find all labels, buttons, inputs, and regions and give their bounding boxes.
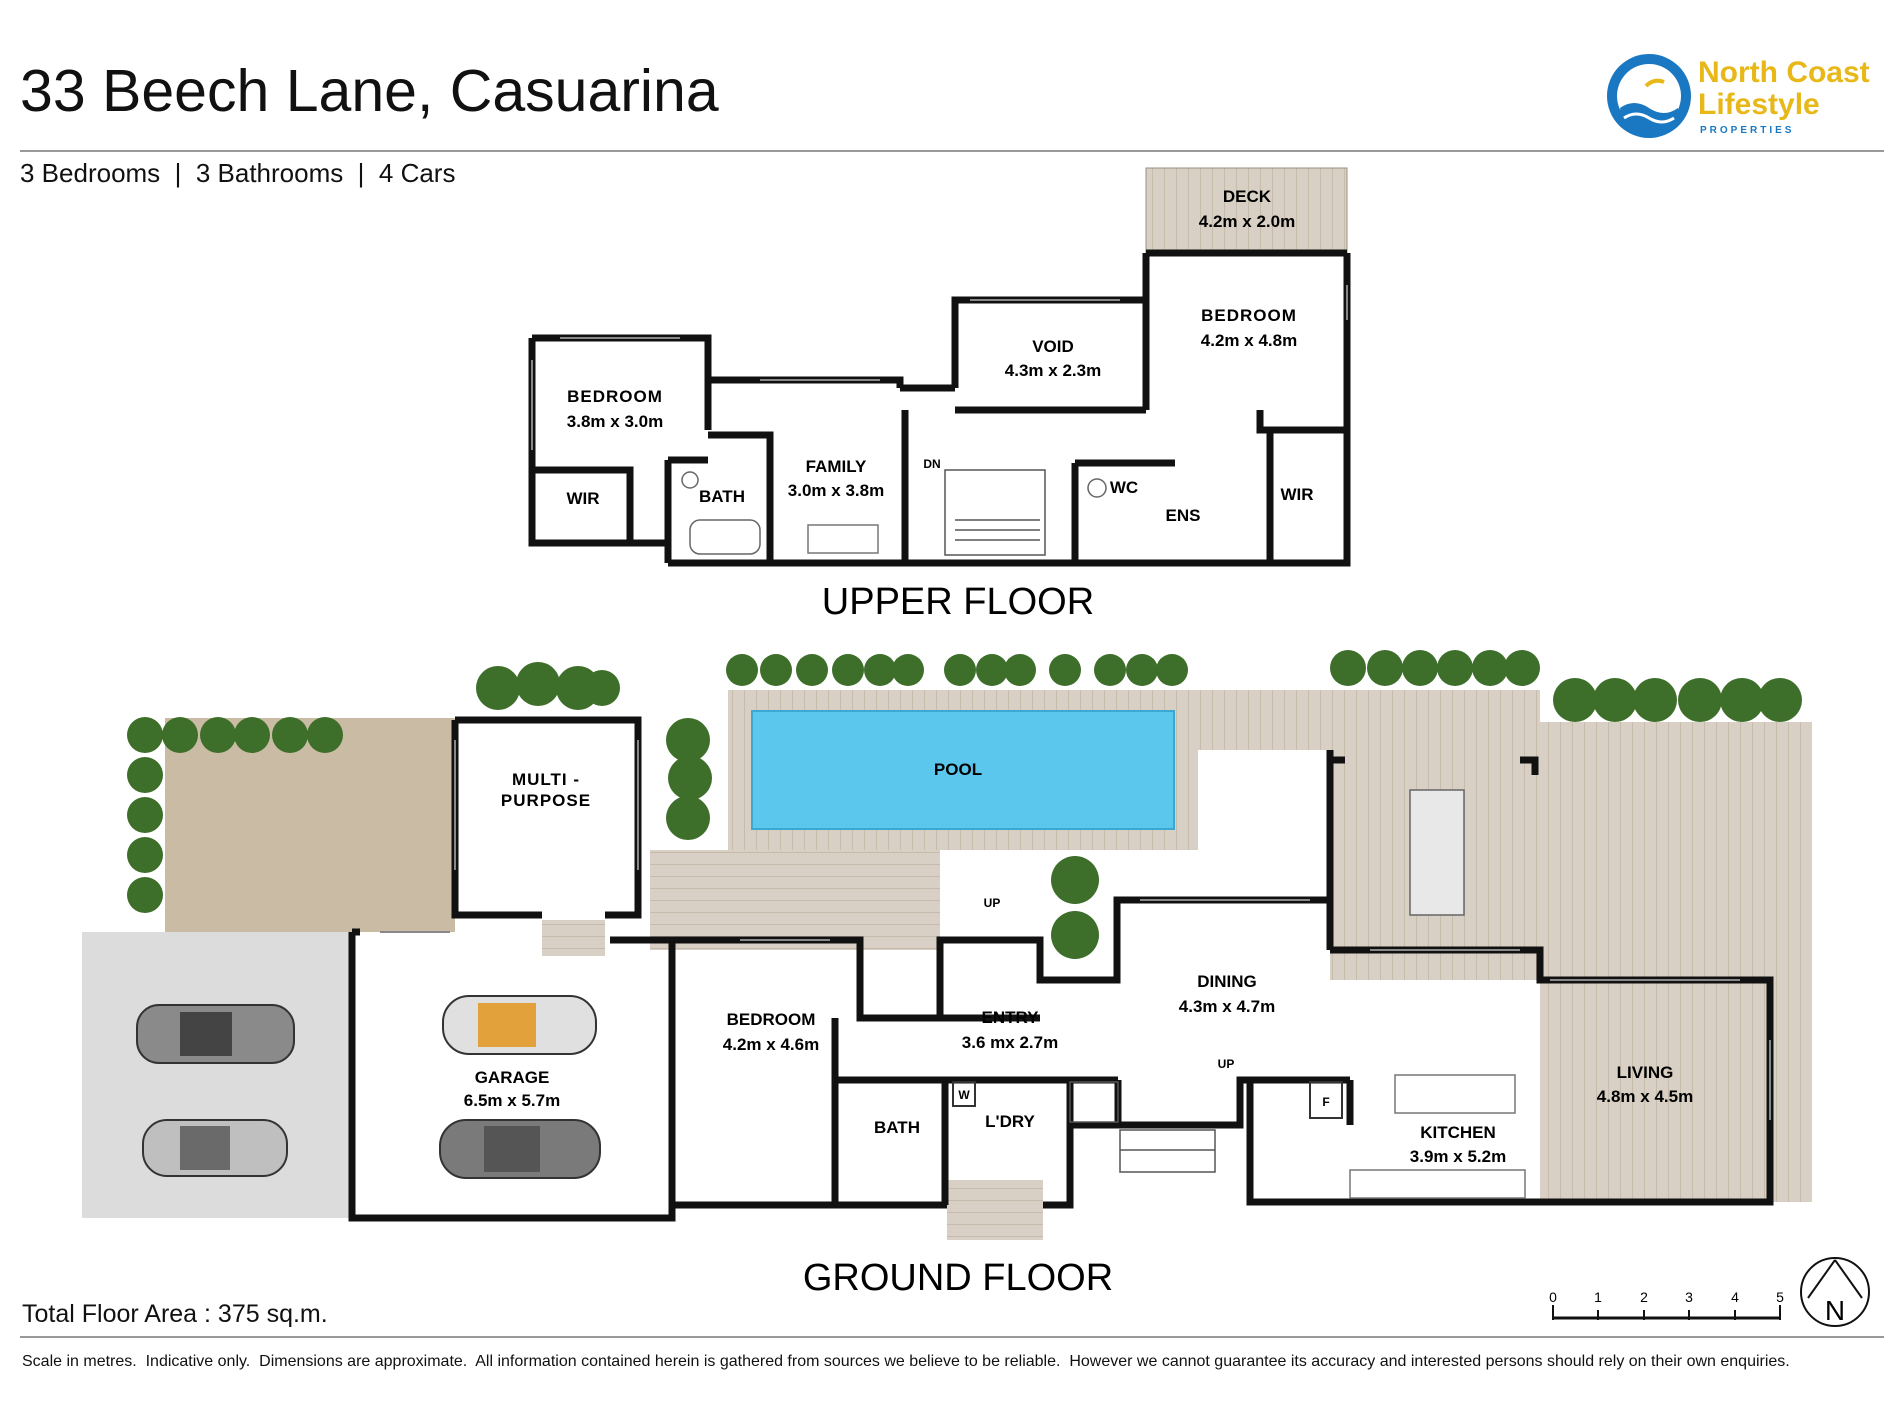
ground-floor-title: GROUND FLOOR — [803, 1257, 1113, 1299]
logo-line-3: PROPERTIES — [1700, 125, 1795, 136]
pool-label: POOL — [934, 760, 982, 779]
upper-stairs — [944, 469, 1046, 556]
upper-bedroom-left-name: BEDROOM — [567, 387, 663, 406]
garage-name: GARAGE — [475, 1068, 550, 1087]
upper-desk — [807, 524, 879, 554]
scale-tick-4: 4 — [1731, 1289, 1739, 1305]
side-deck — [650, 850, 940, 950]
ground-bedroom-dims: 4.2m x 4.6m — [723, 1035, 819, 1054]
upper-terrace — [1190, 690, 1540, 750]
upper-deck-dims: 4.2m x 2.0m — [1199, 212, 1295, 231]
garage-step — [542, 920, 605, 956]
logo-line-2: Lifestyle — [1698, 88, 1820, 121]
upper-bedroom-right-name: BEDROOM — [1201, 306, 1297, 325]
upper-walls — [528, 249, 1351, 567]
washer-label: W — [958, 1088, 970, 1102]
upper-bathtub — [689, 519, 761, 555]
north-label: N — [1825, 1295, 1845, 1326]
garage-dims: 6.5m x 5.7m — [464, 1091, 560, 1110]
multi-label-2: PURPOSE — [501, 791, 591, 810]
scale-tick-3: 3 — [1685, 1289, 1693, 1305]
ground-bath-name: BATH — [874, 1118, 920, 1137]
kitchen-name: KITCHEN — [1420, 1123, 1496, 1142]
living-dims: 4.8m x 4.5m — [1597, 1087, 1693, 1106]
scale-tick-5: 5 — [1776, 1289, 1784, 1305]
disclaimer: Scale in metres. Indicative only. Dimens… — [22, 1353, 1790, 1370]
washer-box — [952, 1081, 976, 1107]
cars — [136, 995, 601, 1179]
living-name: LIVING — [1617, 1063, 1674, 1082]
upper-void-dims: 4.3m x 2.3m — [1005, 361, 1101, 380]
upper-floor-title: UPPER FLOOR — [822, 581, 1094, 623]
upper-family-dims: 3.0m x 3.8m — [788, 481, 884, 500]
property-summary: 3 Bedrooms | 3 Bathrooms | 4 Cars — [20, 158, 456, 188]
dining-table — [1409, 789, 1465, 916]
multi-label-1: MULTI - — [512, 770, 580, 789]
kitchen-island — [1394, 1074, 1516, 1114]
north-arrow-icon: N — [1800, 1257, 1870, 1327]
logo-line-1: North Coast — [1698, 56, 1870, 89]
kitchen-dims: 3.9m x 5.2m — [1410, 1147, 1506, 1166]
company-logo: North Coast Lifestyle PROPERTIES — [1606, 52, 1884, 144]
header-divider — [20, 150, 1884, 152]
upper-void-name: VOID — [1032, 337, 1074, 356]
scale-bar: 0 1 2 3 4 5 — [1549, 1289, 1784, 1320]
ground-stairs — [1069, 1081, 1216, 1173]
up-label-1: UP — [984, 896, 1001, 910]
total-floor-area: Total Floor Area : 375 sq.m. — [22, 1300, 328, 1328]
courtyard — [165, 718, 455, 932]
upper-dn-label: DN — [923, 457, 940, 471]
logo-wave-icon — [1607, 54, 1691, 138]
upper-bedroom-left-dims: 3.8m x 3.0m — [567, 412, 663, 431]
upper-bath-toilet-icon — [681, 471, 699, 489]
page-title: 33 Beech Lane, Casuarina — [20, 58, 719, 124]
fridge-box — [1309, 1081, 1343, 1119]
upper-deck-name: DECK — [1223, 187, 1272, 206]
kitchen-bench — [1349, 1169, 1526, 1199]
upper-wir-right-name: WIR — [1280, 485, 1313, 504]
upper-floor: DECK 4.2m x 2.0m BEDROOM 4.2m x 4.8m VOI… — [528, 167, 1351, 623]
scale-tick-2: 2 — [1640, 1289, 1648, 1305]
garden-trees — [127, 650, 1802, 959]
upper-bath-name: BATH — [699, 487, 745, 506]
entry-name: ENTRY — [982, 1008, 1040, 1027]
upper-windows — [531, 285, 1348, 450]
pool — [751, 710, 1175, 830]
scale-tick-1: 1 — [1594, 1289, 1602, 1305]
upper-bedroom-right-dims: 4.2m x 4.8m — [1201, 331, 1297, 350]
upper-toilet-icon — [1087, 478, 1107, 498]
footer-divider — [20, 1336, 1884, 1338]
upper-wir-left-name: WIR — [566, 489, 599, 508]
ground-floor: POOL MULTI - PURPOSE GARAGE 6.5m x 5.7m … — [82, 650, 1812, 1299]
entry-dims: 3.6 mx 2.7m — [962, 1033, 1058, 1052]
scale-tick-0: 0 — [1549, 1289, 1557, 1305]
upper-wc-name: WC — [1110, 478, 1138, 497]
ground-bedroom-name: BEDROOM — [727, 1010, 816, 1029]
dining-name: DINING — [1197, 972, 1257, 991]
up-label-2: UP — [1218, 1057, 1235, 1071]
pergola-deck — [1330, 750, 1770, 980]
fridge-label: F — [1322, 1095, 1329, 1109]
upper-family-name: FAMILY — [806, 457, 867, 476]
upper-ens-name: ENS — [1166, 506, 1201, 525]
front-step — [947, 1180, 1043, 1240]
dining-dims: 4.3m x 4.7m — [1179, 997, 1275, 1016]
ground-windows — [380, 740, 1771, 1120]
upper-deck — [1145, 167, 1348, 254]
laundry-name: L'DRY — [985, 1112, 1035, 1131]
